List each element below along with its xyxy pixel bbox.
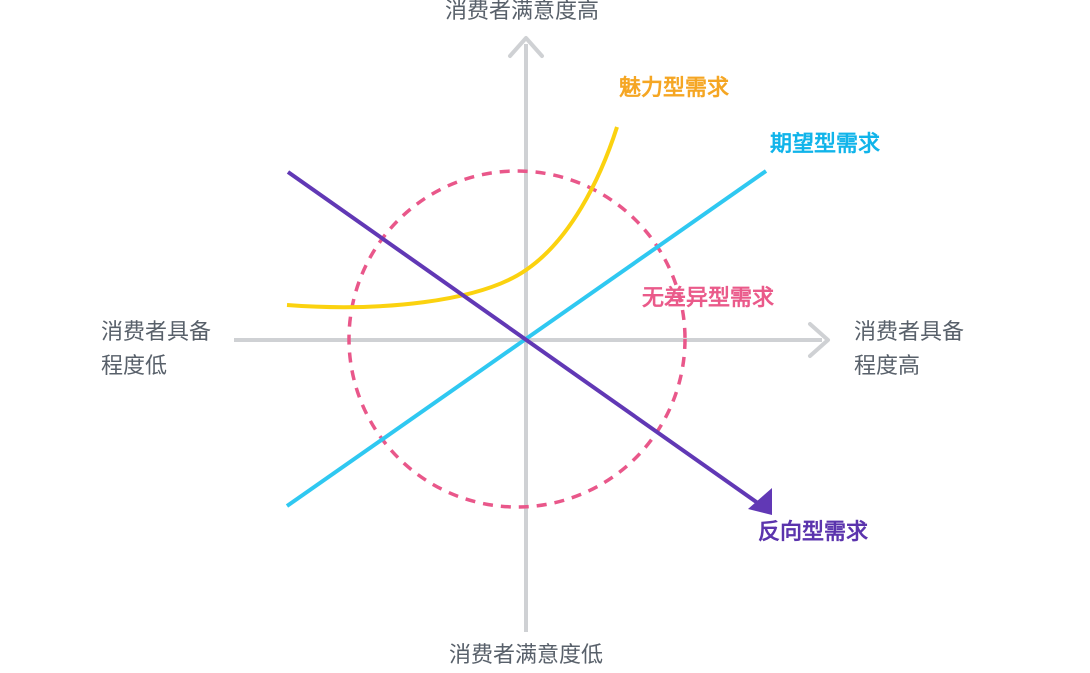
- left-axis-label: 消费者具备 程度低: [101, 316, 231, 384]
- left-axis-label-line-2: 程度低: [101, 354, 168, 379]
- left-axis-label-line-1: 消费者具备: [101, 320, 212, 345]
- reverse-requirement-label: 反向型需求: [758, 520, 869, 545]
- performance-requirement-label: 期望型需求: [770, 132, 881, 157]
- vertical-axis-arrow: [508, 36, 544, 58]
- indifferent-requirement-circle: [347, 169, 687, 509]
- right-axis-label-line-2: 程度高: [854, 354, 921, 379]
- horizontal-axis-arrow: [808, 322, 830, 358]
- right-axis-label-line-1: 消费者具备: [854, 320, 965, 345]
- attractive-requirement-label: 魅力型需求: [619, 76, 730, 101]
- bottom-axis-label: 消费者满意度低: [448, 643, 603, 668]
- attractive-requirement-curve: [286, 126, 619, 310]
- top-axis-label: 消费者满意度高: [444, 0, 599, 24]
- reverse-requirement-arrow: [748, 488, 772, 515]
- indifferent-requirement-label: 无差异型需求: [642, 286, 775, 311]
- right-axis-label: 消费者具备 程度高: [854, 316, 984, 384]
- reverse-requirement-line: [286, 170, 764, 508]
